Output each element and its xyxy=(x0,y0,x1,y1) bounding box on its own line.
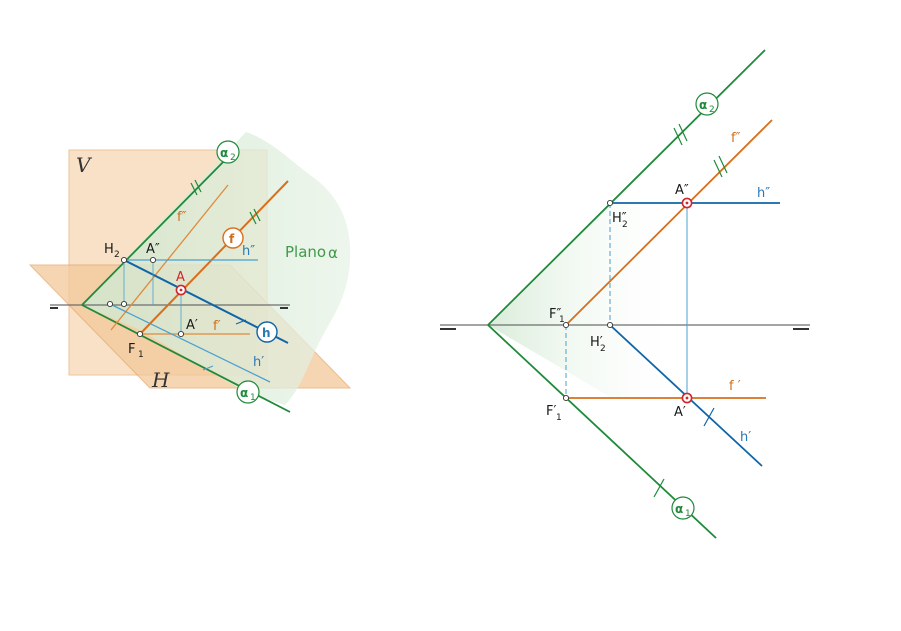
right-h-d-tick xyxy=(703,407,715,427)
right-label-F1-dd: F″ xyxy=(549,307,561,322)
right-alpha2-tick-a xyxy=(673,127,683,146)
right-figure: α 2 α 1 f″ f ′ h″ h′ A″ A′ H″ 2 F″ 1 H′ … xyxy=(440,49,810,539)
left-alpha2-trace xyxy=(81,152,233,306)
left-f-badge: f xyxy=(222,227,244,249)
svg-text:2: 2 xyxy=(709,105,715,115)
right-alpha2-trace xyxy=(487,49,766,326)
right-pt-F1-d xyxy=(562,394,570,402)
right-pt-H2-dd xyxy=(606,199,614,207)
svg-text:α: α xyxy=(220,146,228,160)
right-alpha1-tick xyxy=(653,478,665,498)
right-alpha1-badge: α 1 xyxy=(671,496,695,520)
label-H2: H xyxy=(104,242,114,257)
left-h-d-tick xyxy=(202,365,214,371)
svg-text:f: f xyxy=(229,232,235,246)
label-plane-h: H xyxy=(151,368,170,392)
label-plano: Plano xyxy=(285,243,326,261)
right-label-H2-dd-sub: 2 xyxy=(622,220,628,230)
left-h-tick xyxy=(235,319,247,325)
left-f-tick-b xyxy=(253,208,261,222)
left-alpha2-tick-b xyxy=(194,179,202,193)
label-plane-v: V xyxy=(76,153,93,177)
left-f-dd-line xyxy=(110,184,229,331)
left-pt-H2 xyxy=(120,256,128,264)
right-label-A-d: A′ xyxy=(674,405,686,420)
label-A: A xyxy=(176,270,185,285)
alpha-plane xyxy=(82,132,351,405)
label-A-dd: A″ xyxy=(146,242,160,257)
right-alpha2-tick-b xyxy=(678,123,688,142)
left-pt-F1 xyxy=(136,330,144,338)
svg-text:1: 1 xyxy=(250,393,256,403)
svg-text:α: α xyxy=(675,502,683,516)
label-h-dd: h″ xyxy=(242,244,255,259)
left-pt-A-core xyxy=(179,288,183,292)
right-pt-H2-d xyxy=(606,321,614,329)
svg-text:1: 1 xyxy=(685,509,691,519)
right-f-dd-tick-b xyxy=(718,155,728,174)
right-label-F1-d: F′ xyxy=(546,404,556,419)
left-alpha2-tick-a xyxy=(190,182,198,196)
left-alpha2-badge: α 2 xyxy=(216,140,240,164)
right-f-dd-line xyxy=(565,119,773,326)
right-label-h-d: h′ xyxy=(740,430,751,445)
label-h-d: h′ xyxy=(253,355,264,370)
svg-text:α: α xyxy=(699,98,707,112)
svg-text:α: α xyxy=(240,386,248,400)
right-label-H2-d-sub: 2 xyxy=(600,344,606,354)
right-pt-A-dd-core xyxy=(685,201,689,205)
right-f-dd-tick-a xyxy=(713,159,723,178)
svg-text:2: 2 xyxy=(230,153,236,163)
left-f-line xyxy=(139,180,289,335)
right-label-h-dd: h″ xyxy=(757,186,770,201)
right-pt-A-d-core xyxy=(685,396,689,400)
label-plano-alpha: α xyxy=(328,244,338,262)
left-h-d-line xyxy=(109,303,271,383)
right-label-F1-d-sub: 1 xyxy=(556,413,562,423)
label-f-dd: f″ xyxy=(177,210,187,225)
right-label-F1-dd-sub: 1 xyxy=(559,315,565,325)
left-pt-Add xyxy=(149,256,157,264)
label-H2-sub: 2 xyxy=(114,250,120,260)
left-h-badge: h xyxy=(256,321,278,343)
right-label-H2-d: H′ xyxy=(590,335,603,350)
left-f-tick-a xyxy=(249,211,257,225)
label-F1: F xyxy=(128,342,135,357)
right-label-f-d: f ′ xyxy=(729,379,741,394)
label-F1-sub: 1 xyxy=(138,350,144,360)
right-pt-F1-dd xyxy=(562,321,570,329)
left-pt-g1 xyxy=(106,300,114,308)
left-alpha1-badge: α 1 xyxy=(236,380,260,404)
left-figure: V H α 2 α 1 f h Plano α H 2 A″ A A′ F 1 … xyxy=(28,132,352,413)
right-alpha2-badge: α 2 xyxy=(695,92,719,116)
label-f-d: f′ xyxy=(213,319,221,334)
svg-text:h: h xyxy=(262,326,271,340)
right-label-f-dd: f″ xyxy=(731,131,741,146)
left-pt-Ad xyxy=(177,330,185,338)
label-A-d: A′ xyxy=(186,318,198,333)
left-pt-g2 xyxy=(120,300,128,308)
right-label-H2-dd: H″ xyxy=(612,211,627,226)
right-label-A-dd: A″ xyxy=(675,183,689,198)
